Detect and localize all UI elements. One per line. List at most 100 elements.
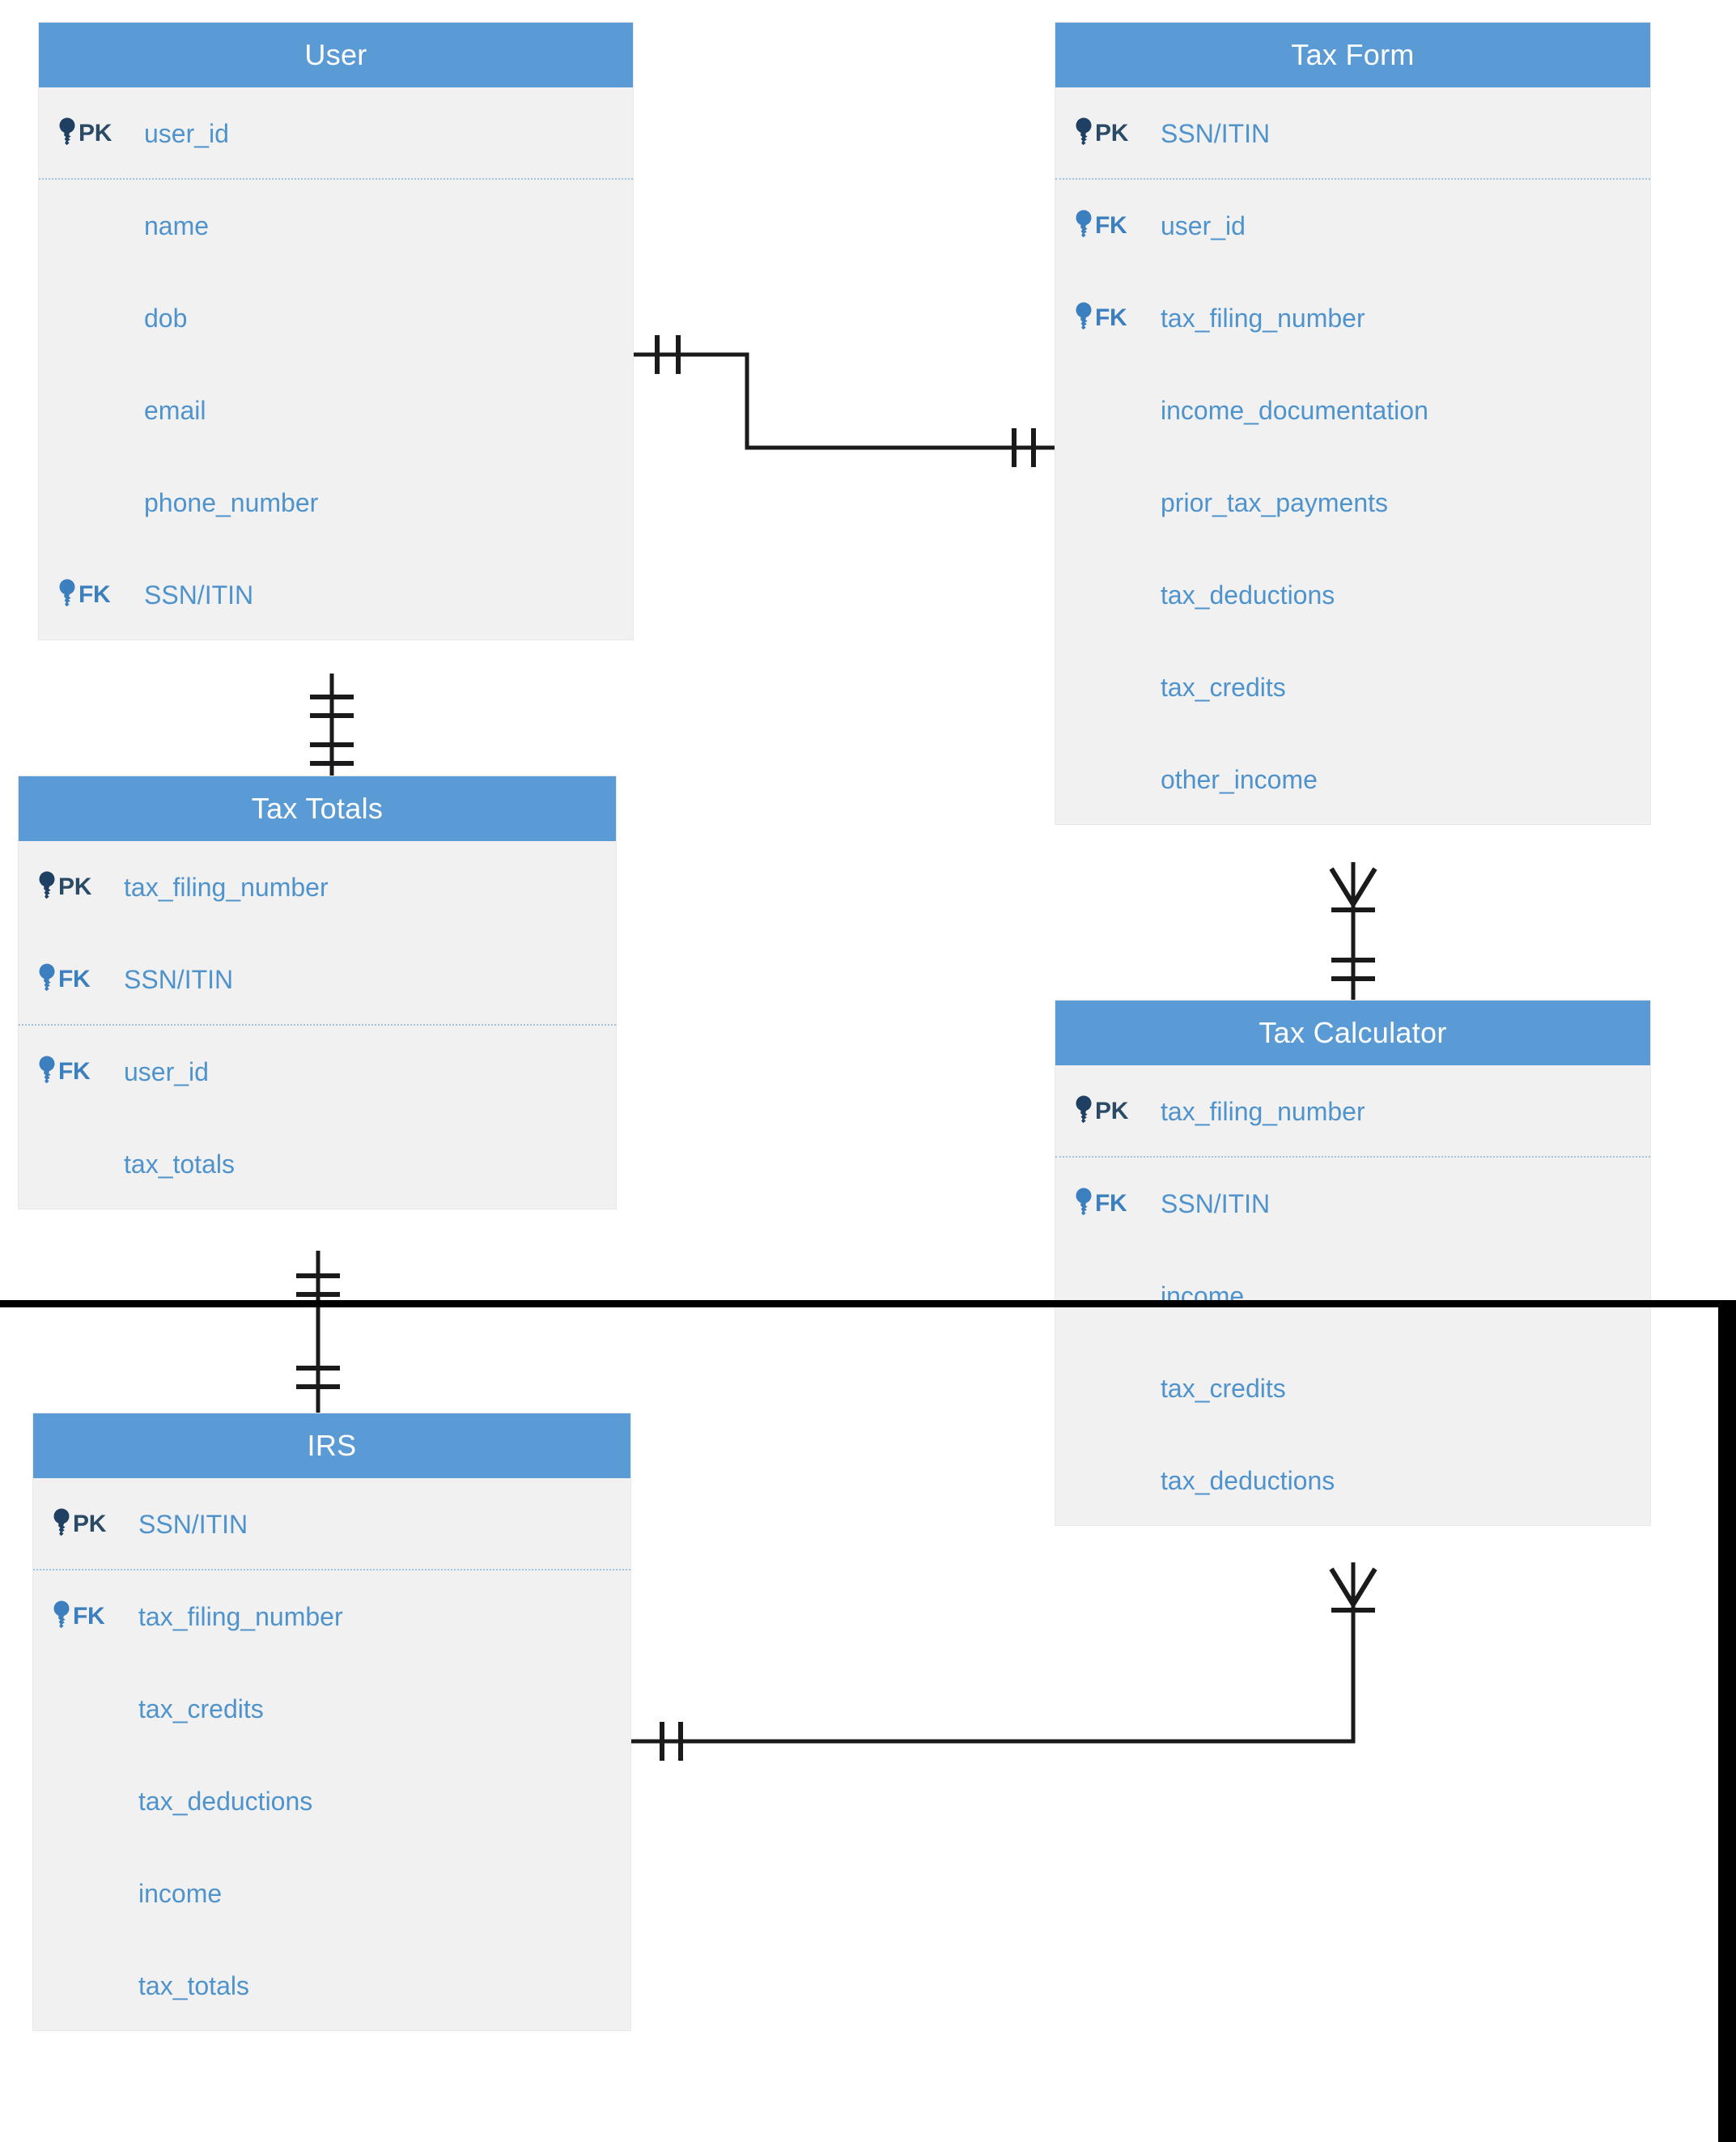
key-label: PK [79,120,112,147]
attribute-row[interactable]: income [33,1847,630,1940]
key-indicator-fk: FK [1055,302,1161,334]
attribute-row[interactable]: tax_deductions [1055,1434,1650,1527]
attribute-row[interactable]: tax_deductions [33,1755,630,1847]
attribute-name: tax_filing_number [1161,1096,1365,1126]
attribute-name: user_id [1161,210,1246,240]
attribute-row[interactable]: tax_deductions [1055,549,1650,641]
key-indicator-fk: FK [1055,210,1161,242]
attribute-name: tax_deductions [1161,580,1335,610]
attribute-name: user_id [144,118,229,148]
attribute-name: other_income [1161,764,1318,794]
attribute-row[interactable]: tax_credits [1055,641,1650,733]
key-label: FK [58,966,91,992]
key-icon [53,1508,70,1536]
key-indicator-pk: PK [1055,117,1161,150]
horizontal-rule-artifact [0,1300,1736,1307]
entity-title-user: User [39,23,633,87]
attribute-name: name [144,210,210,240]
attribute-row[interactable]: tax_totals [19,1118,616,1210]
attribute-name: income [138,1878,223,1908]
key-icon [39,963,55,992]
attribute-name: SSN/ITIN [138,1509,248,1539]
key-indicator-fk: FK [39,579,144,611]
key-icon [1076,1188,1092,1216]
attribute-row[interactable]: FK user_id [19,1026,616,1118]
key-icon [1076,117,1092,146]
key-indicator-pk: PK [33,1508,138,1541]
attribute-name: tax_deductions [138,1786,313,1816]
attribute-row[interactable]: dob [39,272,633,364]
attribute-name: SSN/ITIN [1161,1188,1271,1218]
relationship-taxtotals-irs [296,1251,340,1413]
relationship-user-taxform [634,335,1055,467]
attribute-row[interactable]: income [1055,1250,1650,1342]
attribute-row[interactable]: phone_number [39,457,633,549]
attribute-name: phone_number [144,487,319,517]
attribute-row[interactable]: prior_tax_payments [1055,457,1650,549]
attribute-row[interactable]: other_income [1055,733,1650,826]
key-indicator-fk: FK [19,1056,124,1088]
attribute-row[interactable]: PK tax_filing_number [19,841,616,933]
attribute-name: tax_filing_number [124,872,329,902]
attribute-name: income_documentation [1161,395,1428,425]
attribute-row[interactable]: tax_credits [1055,1342,1650,1434]
attribute-name: tax_totals [124,1149,235,1179]
entity-title-irs: IRS [33,1413,630,1478]
key-icon [59,117,75,146]
key-icon [53,1600,70,1629]
attribute-row[interactable]: FK SSN/ITIN [1055,1158,1650,1250]
key-label: FK [73,1603,105,1630]
attribute-row[interactable]: FK user_id [1055,180,1650,272]
attribute-name: tax_credits [138,1694,264,1723]
attribute-row[interactable]: name [39,180,633,272]
attribute-name: SSN/ITIN [124,964,234,994]
vertical-band-artifact [1718,1307,1736,2142]
key-indicator-pk: PK [39,117,144,150]
key-indicator-fk: FK [1055,1188,1161,1220]
key-label: FK [1095,304,1127,331]
attribute-name: user_id [124,1056,209,1086]
attribute-row[interactable]: PK user_id [39,87,633,180]
key-label: FK [1095,1190,1127,1217]
relationship-taxform-taxcalculator [1329,862,1377,1000]
attribute-name: dob [144,303,188,333]
attribute-row[interactable]: tax_credits [33,1663,630,1755]
entity-title-tax_totals: Tax Totals [19,776,616,841]
attribute-row[interactable]: FK SSN/ITIN [39,549,633,641]
key-label: FK [1095,212,1127,239]
key-label: PK [58,873,92,900]
attribute-row[interactable]: income_documentation [1055,364,1650,457]
attribute-name: SSN/ITIN [1161,118,1271,148]
attribute-name: tax_credits [1161,1373,1286,1403]
key-label: FK [58,1058,91,1085]
attribute-name: prior_tax_payments [1161,487,1389,517]
key-icon [1076,210,1092,238]
attribute-name: SSN/ITIN [144,580,254,610]
relationship-irs-taxcalculator [631,1562,1377,1761]
key-icon [59,579,75,607]
key-icon [1076,302,1092,330]
key-label: FK [79,581,111,608]
key-icon [1076,1095,1092,1124]
key-indicator-fk: FK [33,1600,138,1633]
entity-title-tax_calculator: Tax Calculator [1055,1001,1650,1065]
attribute-row[interactable]: email [39,364,633,457]
attribute-row[interactable]: tax_totals [33,1940,630,2032]
key-icon [39,871,55,899]
attribute-row[interactable]: FK SSN/ITIN [19,933,616,1026]
